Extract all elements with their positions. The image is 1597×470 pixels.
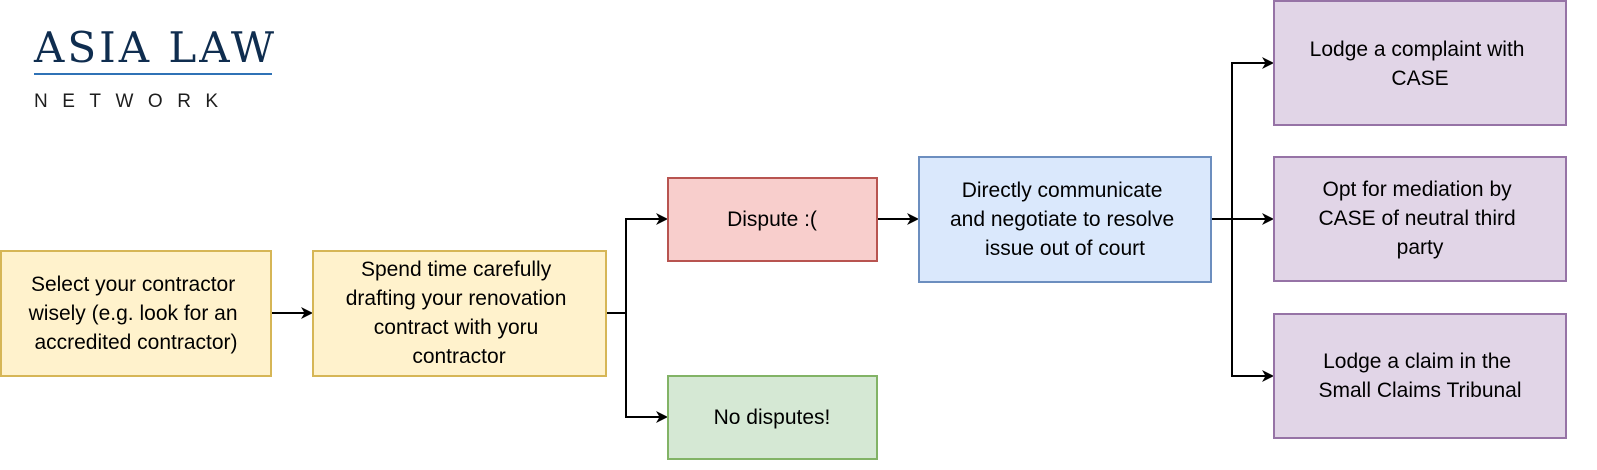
node-select-contractor: Select your contractor wisely (e.g. look… xyxy=(0,250,272,377)
node-dispute-label: Dispute :( xyxy=(727,208,817,231)
node-draft-contract-box xyxy=(312,250,607,377)
node-draft-contract-label: Spend time carefully drafting your renov… xyxy=(346,258,572,368)
node-line: Directly communicate xyxy=(962,179,1163,202)
node-no-disputes-label: No disputes! xyxy=(714,406,831,429)
node-lodge-complaint-box xyxy=(1273,0,1567,126)
node-dispute-box xyxy=(667,177,878,262)
node-line: contractor xyxy=(412,345,505,368)
node-line: Small Claims Tribunal xyxy=(1318,379,1521,402)
node-lodge-complaint-label: Lodge a complaint with CASE xyxy=(1310,38,1531,90)
node-line: Spend time carefully xyxy=(361,258,552,281)
node-dispute: Dispute :( xyxy=(667,177,878,262)
node-small-claims-box xyxy=(1273,313,1567,439)
node-lodge-complaint: Lodge a complaint with CASE xyxy=(1273,0,1567,126)
node-negotiate: Directly communicate and negotiate to re… xyxy=(918,156,1212,283)
node-line: Select your contractor xyxy=(31,273,235,296)
node-line: Dispute :( xyxy=(727,208,817,231)
node-line: No disputes! xyxy=(714,406,831,429)
node-no-disputes-box xyxy=(667,375,878,460)
node-no-disputes: No disputes! xyxy=(667,375,878,460)
node-mediation-label: Opt for mediation by CASE of neutral thi… xyxy=(1318,178,1521,259)
node-negotiate-label: Directly communicate and negotiate to re… xyxy=(950,179,1180,260)
edge-draft-to-no-dispute xyxy=(625,313,668,423)
node-mediation-box xyxy=(1273,156,1567,282)
asia-law-network-logo: ASIA LAW NETWORK xyxy=(33,23,277,112)
node-small-claims-label: Lodge a claim in the Small Claims Tribun… xyxy=(1318,350,1521,402)
node-line: party xyxy=(1397,236,1444,259)
logo-subtitle: NETWORK xyxy=(34,91,233,112)
node-mediation: Opt for mediation by CASE of neutral thi… xyxy=(1273,156,1567,282)
node-line: Lodge a complaint with xyxy=(1310,38,1525,61)
node-line: CASE xyxy=(1391,67,1448,90)
node-select-contractor-label: Select your contractor wisely (e.g. look… xyxy=(28,273,244,354)
connectors xyxy=(271,57,1274,423)
edge-negotiate-to-complaint xyxy=(1211,57,1274,220)
node-line: issue out of court xyxy=(985,237,1145,260)
node-small-claims: Lodge a claim in the Small Claims Tribun… xyxy=(1273,313,1567,439)
node-line: wisely (e.g. look for an xyxy=(28,302,238,325)
node-line: CASE of neutral third xyxy=(1318,207,1515,230)
node-line: accredited contractor) xyxy=(34,331,237,354)
edge-negotiate-to-claim xyxy=(1231,219,1274,382)
node-negotiate-box xyxy=(918,156,1212,283)
logo-rule xyxy=(34,73,272,75)
logo-title-text: ASIA LAW xyxy=(33,23,277,72)
node-line: drafting your renovation xyxy=(346,287,567,310)
node-draft-contract: Spend time carefully drafting your renov… xyxy=(312,250,607,377)
node-select-contractor-box xyxy=(0,250,272,377)
logo-title: ASIA LAW xyxy=(33,23,277,72)
node-line: contract with yoru xyxy=(374,316,539,339)
edge-draft-to-dispute xyxy=(606,213,668,314)
node-line: Lodge a claim in the xyxy=(1323,350,1511,373)
node-line: and negotiate to resolve xyxy=(950,208,1174,231)
node-line: Opt for mediation by xyxy=(1323,178,1513,201)
